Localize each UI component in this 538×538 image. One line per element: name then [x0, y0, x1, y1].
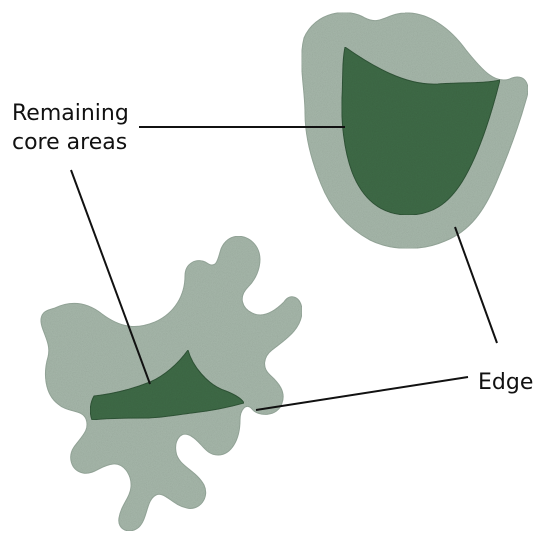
core-areas-label-line2: core areas [12, 130, 127, 156]
edge-label: Edge [478, 370, 533, 396]
core-areas-label-line1: Remaining [12, 101, 129, 127]
leader-line-edge-right [455, 227, 497, 343]
leader-line-edge-left [256, 377, 468, 410]
